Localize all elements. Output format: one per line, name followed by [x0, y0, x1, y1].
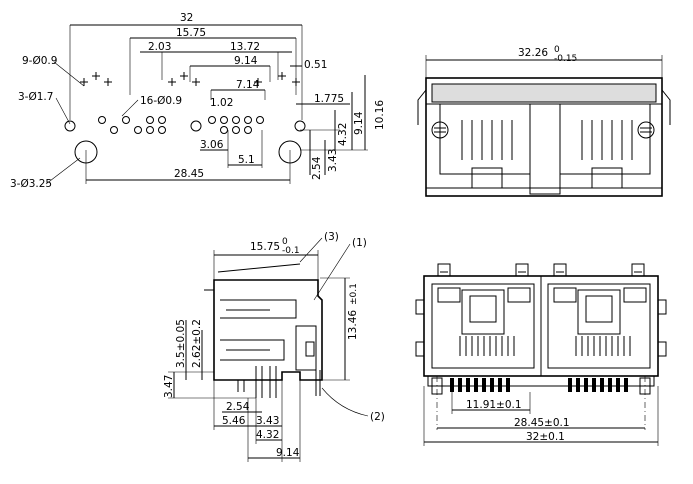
dim-2-03: 2.03	[148, 41, 171, 53]
dim-28-45: 28.45	[174, 168, 204, 180]
side-dim-2-54: 2.54	[226, 401, 250, 413]
front-housing	[425, 77, 663, 197]
front-led-left	[431, 121, 449, 139]
label-16-holes: 16-Ø0.9	[140, 95, 182, 107]
side-dim-3-43: 3.43	[256, 415, 279, 427]
side-dim-height: 13.46	[347, 310, 359, 340]
dim-10-16: 10.16	[374, 100, 386, 130]
side-dim-depth: 15.75	[250, 241, 280, 253]
dim-0-51: 0.51	[304, 59, 327, 71]
dim-3-43: 3.43	[327, 149, 339, 172]
rear-dim-32: 32±0.1	[526, 431, 565, 443]
front-contacts	[461, 120, 633, 160]
callout-1: (1)	[352, 237, 367, 249]
rear-view: 11.91±0.1 28.45±0.1 32±0.1	[415, 263, 667, 446]
label-3-holes-1-7: 3-Ø1.7	[18, 91, 53, 103]
side-dim-5-46: 5.46	[222, 415, 246, 427]
dim-9-14: 9.14	[234, 55, 258, 67]
front-dim-tol-upper: 0	[554, 45, 560, 55]
front-port-right	[559, 103, 651, 175]
dim-1-775: 1.775	[314, 93, 344, 105]
dim-7-14: 7.14	[236, 79, 260, 91]
dim-3-06: 3.06	[200, 139, 224, 151]
front-led-right	[637, 121, 655, 139]
side-dim-height-tol: ±0.1	[349, 283, 359, 305]
front-dim-width: 32.26	[518, 47, 548, 59]
side-dim-9-14: 9.14	[276, 447, 300, 459]
side-view: 15.75 0 -0.1 (3) (1) (2)	[163, 231, 385, 462]
dim-4-32: 4.32	[337, 123, 349, 146]
rear-dim-11-91: 11.91±0.1	[466, 399, 522, 411]
dim-2-54: 2.54	[311, 156, 323, 180]
callout-2: (2)	[370, 411, 385, 423]
label-9-holes: 9-Ø0.9	[22, 55, 57, 67]
front-port-left	[439, 103, 531, 175]
side-dim-depth-tol-upper: 0	[282, 237, 288, 247]
rear-contacts	[459, 336, 631, 356]
label-3-holes-3-25: 3-Ø3.25	[10, 178, 52, 190]
dim-5-1: 5.1	[238, 154, 255, 166]
dim-13-72: 13.72	[230, 41, 260, 53]
dim-15-75: 15.75	[176, 27, 206, 39]
front-view: 32.26 0 -0.15	[417, 45, 671, 197]
pcb-holes	[64, 72, 306, 164]
rear-dim-28-45: 28.45±0.1	[514, 417, 570, 429]
dim-1-02: 1.02	[210, 97, 233, 109]
dim-32: 32	[180, 12, 193, 24]
callout-3: (3)	[324, 231, 339, 243]
side-dim-4-32: 4.32	[256, 429, 279, 441]
side-housing	[213, 279, 323, 381]
side-dim-3-47: 3.47	[163, 375, 175, 398]
pcb-layout-view: 32 15.75 2.03 13.72 9.14 0.51 7.14 1.775…	[10, 12, 386, 190]
rear-port-left	[431, 283, 535, 369]
side-dim-depth-tol-lower: -0.1	[282, 246, 300, 256]
side-pins	[237, 366, 321, 398]
side-dim-2-62: 2.62±0.2	[191, 319, 203, 368]
rear-port-right	[547, 283, 651, 369]
side-dim-3-5: 3.5±0.05	[175, 319, 187, 368]
front-dim-tol-lower: -0.15	[554, 54, 577, 64]
dim-9-14-vertical: 9.14	[353, 111, 365, 135]
